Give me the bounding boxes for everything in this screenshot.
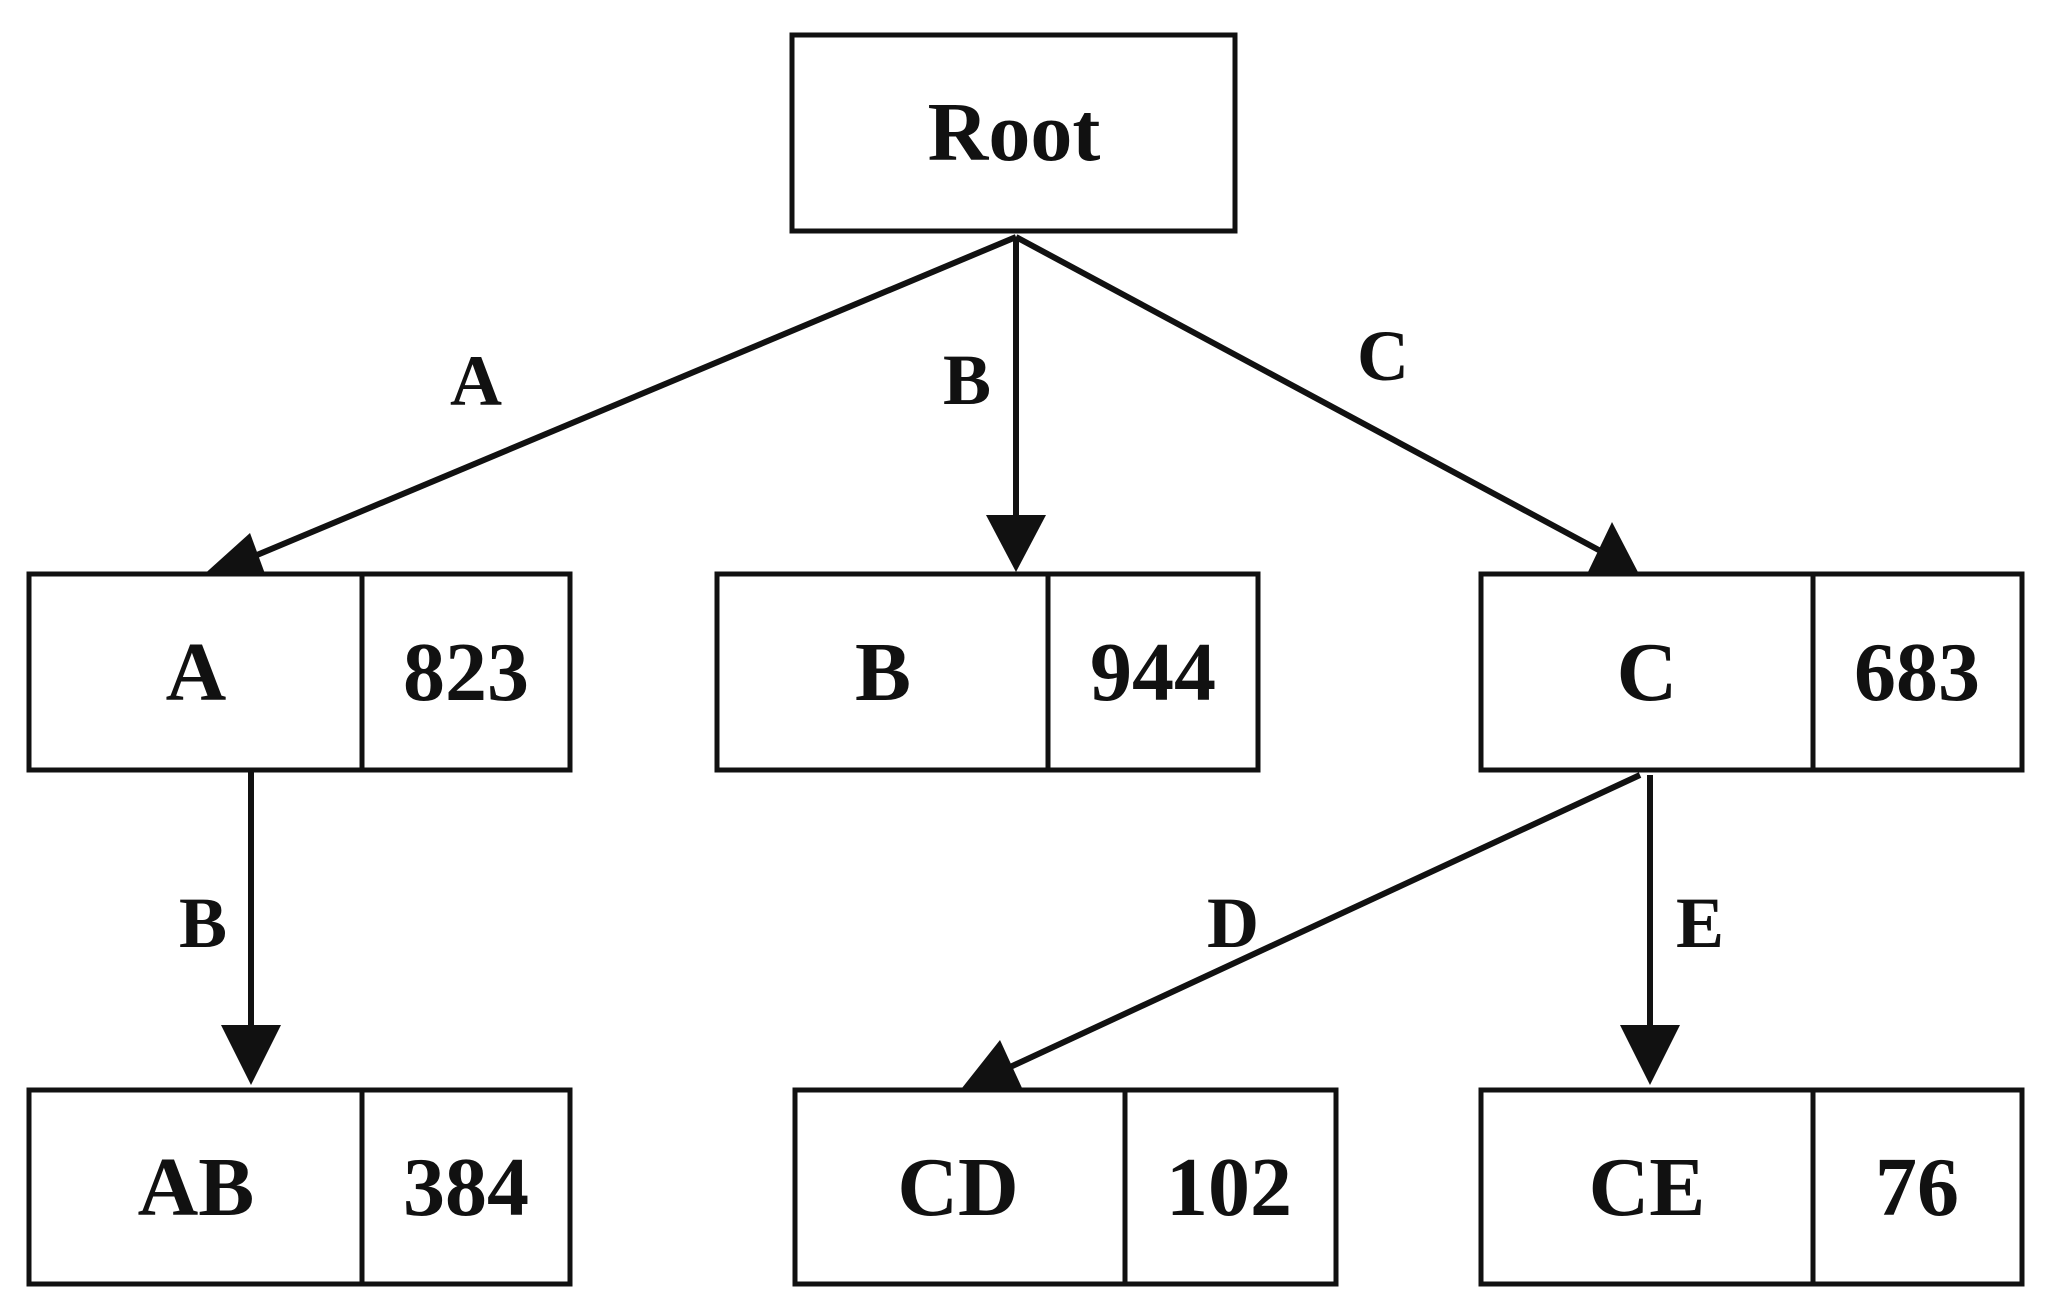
arrowhead — [200, 533, 268, 582]
edge-root-c: C — [1014, 234, 1640, 576]
edge-c-cd: D — [962, 772, 1642, 1088]
edge-label-b: B — [179, 883, 227, 963]
edge-label-d: D — [1207, 883, 1259, 963]
edge-label-b: B — [943, 340, 991, 420]
edge-label-a: A — [450, 341, 502, 421]
edge-root-a: A — [200, 234, 1018, 582]
arrowhead — [962, 1040, 1022, 1088]
edge-root-b: B — [943, 237, 1046, 572]
node-label: CD — [897, 1141, 1018, 1234]
node-label: B — [855, 626, 911, 719]
root-node: Root — [789, 32, 1238, 234]
arrowhead — [1620, 1025, 1680, 1085]
node-count: 76 — [1875, 1141, 1959, 1234]
edge-a-ab: B — [179, 772, 281, 1085]
edge-label-c: C — [1357, 316, 1409, 396]
node-label: A — [166, 626, 227, 719]
arrowhead — [986, 515, 1046, 572]
node-a: A 823 — [26, 571, 573, 773]
node-label: AB — [138, 1141, 255, 1234]
node-ab: AB 384 — [26, 1087, 573, 1287]
node-count: 384 — [403, 1141, 529, 1234]
node-b: B 944 — [714, 571, 1261, 773]
node-count: 102 — [1166, 1141, 1292, 1234]
node-c: C 683 — [1478, 571, 2025, 773]
node-label: CE — [1589, 1141, 1706, 1234]
node-count: 944 — [1090, 626, 1216, 719]
node-ce: CE 76 — [1478, 1087, 2025, 1287]
node-count: 683 — [1854, 626, 1980, 719]
root-label: Root — [928, 86, 1101, 179]
arrowhead — [1588, 522, 1640, 576]
edge-c-ce: E — [1620, 775, 1724, 1085]
arrowhead — [221, 1025, 281, 1085]
node-cd: CD 102 — [792, 1087, 1339, 1287]
node-count: 823 — [403, 626, 529, 719]
node-label: C — [1617, 626, 1678, 719]
edge-label-e: E — [1676, 883, 1724, 963]
